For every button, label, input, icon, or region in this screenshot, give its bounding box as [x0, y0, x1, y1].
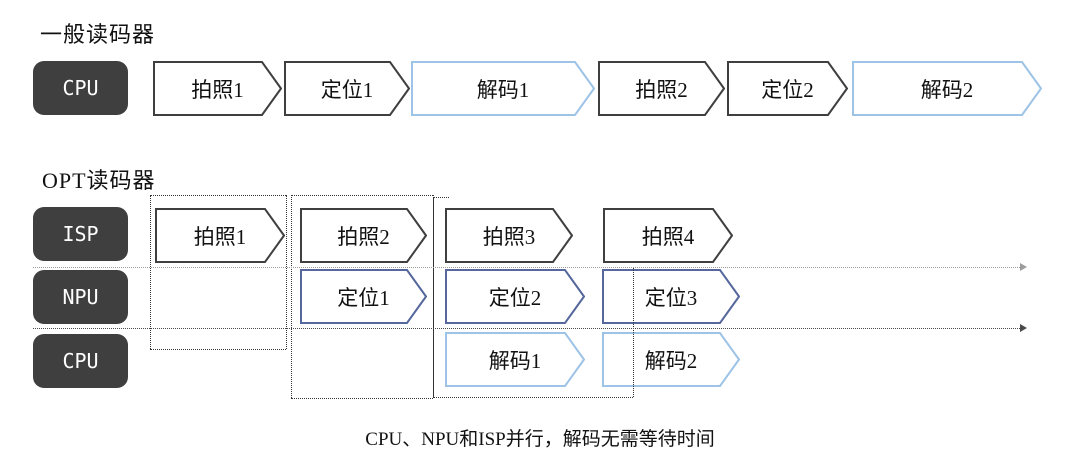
group3-border-right — [633, 267, 634, 397]
arrow-shape-icon — [445, 332, 585, 387]
block-decode-1: 解码1 — [411, 61, 595, 116]
block-photo-2: 拍照2 — [300, 208, 427, 263]
block-locate-1: 定位1 — [284, 61, 410, 116]
arrow-shape-icon — [411, 61, 595, 116]
block-locate-2: 定位2 — [445, 269, 585, 324]
section1-title: 一般读码器 — [40, 22, 156, 47]
block-label-decode-1: 解码1 — [476, 77, 530, 102]
block-label-photo-4: 拍照4 — [641, 224, 695, 249]
arrow-shape-icon — [603, 208, 733, 263]
block-label-photo-2: 拍照2 — [337, 224, 390, 249]
block-label-decode-2: 解码2 — [920, 77, 974, 102]
lane-label-cpu: CPU — [62, 76, 99, 100]
group2-border-left — [291, 195, 292, 398]
block-locate-3: 定位3 — [602, 269, 740, 324]
group1-border-right — [286, 195, 287, 349]
group2-border-top — [291, 195, 433, 196]
block-photo-4: 拍照4 — [603, 208, 733, 263]
block-label-photo-3: 拍照3 — [482, 224, 536, 249]
timeline-npu-cpu-arrowhead-icon — [1020, 324, 1027, 332]
block-label-photo-1: 拍照1 — [191, 77, 244, 102]
arrow-shape-icon — [300, 208, 427, 263]
block-photo-3: 拍照3 — [445, 208, 573, 263]
arrow-shape-icon — [445, 269, 585, 324]
block-photo-1: 拍照1 — [155, 208, 285, 263]
lane-box-cpu: CPU — [33, 61, 128, 115]
arrow-shape-icon — [727, 61, 848, 116]
arrow-shape-icon — [155, 208, 285, 263]
timeline-isp-npu — [33, 267, 1020, 268]
block-label-locate-1: 定位1 — [320, 77, 374, 102]
block-locate-2: 定位2 — [727, 61, 848, 116]
arrow-shape-icon — [153, 61, 282, 116]
block-decode-2: 解码2 — [602, 332, 740, 387]
group3-border-bottom — [433, 397, 633, 398]
block-locate-1: 定位1 — [300, 269, 427, 324]
block-label-decode-2: 解码2 — [644, 348, 698, 373]
arrow-shape-icon — [852, 61, 1042, 116]
timeline-isp-npu-arrowhead-icon — [1020, 263, 1027, 271]
block-decode-1: 解码1 — [445, 332, 585, 387]
arrow-shape-icon — [602, 269, 740, 324]
lane-label-cpu: CPU — [62, 349, 99, 373]
group1-border-bottom — [150, 349, 286, 350]
arrow-shape-icon — [300, 269, 427, 324]
group3-border-top-stub — [433, 197, 449, 198]
block-label-decode-1: 解码1 — [488, 348, 542, 373]
block-photo-2: 拍照2 — [598, 61, 725, 116]
lane-box-isp: ISP — [33, 207, 128, 261]
group1-border-top — [150, 195, 286, 196]
block-label-photo-1: 拍照1 — [193, 224, 247, 249]
arrow-shape-icon — [602, 332, 740, 387]
group2-border-bottom — [291, 398, 433, 399]
arrow-shape-icon — [598, 61, 725, 116]
arrow-shape-icon — [445, 208, 573, 263]
block-label-locate-3: 定位3 — [644, 285, 698, 310]
section2-title: OPT读码器 — [42, 168, 156, 193]
group3-border-left — [433, 197, 434, 397]
lane-label-isp: ISP — [62, 222, 99, 246]
timeline-npu-cpu — [33, 328, 1020, 329]
lane-label-npu: NPU — [62, 285, 99, 309]
block-label-photo-2: 拍照2 — [635, 77, 688, 102]
block-label-locate-2: 定位2 — [488, 285, 542, 310]
block-decode-2: 解码2 — [852, 61, 1042, 116]
block-label-locate-2: 定位2 — [761, 77, 814, 102]
lane-box-cpu: CPU — [33, 334, 128, 388]
group1-border-left — [150, 195, 151, 349]
lane-box-npu: NPU — [33, 270, 128, 324]
block-label-locate-1: 定位1 — [337, 285, 390, 310]
arrow-shape-icon — [284, 61, 410, 116]
bottom-caption: CPU、NPU和ISP并行，解码无需等待时间 — [365, 429, 715, 450]
block-photo-1: 拍照1 — [153, 61, 282, 116]
